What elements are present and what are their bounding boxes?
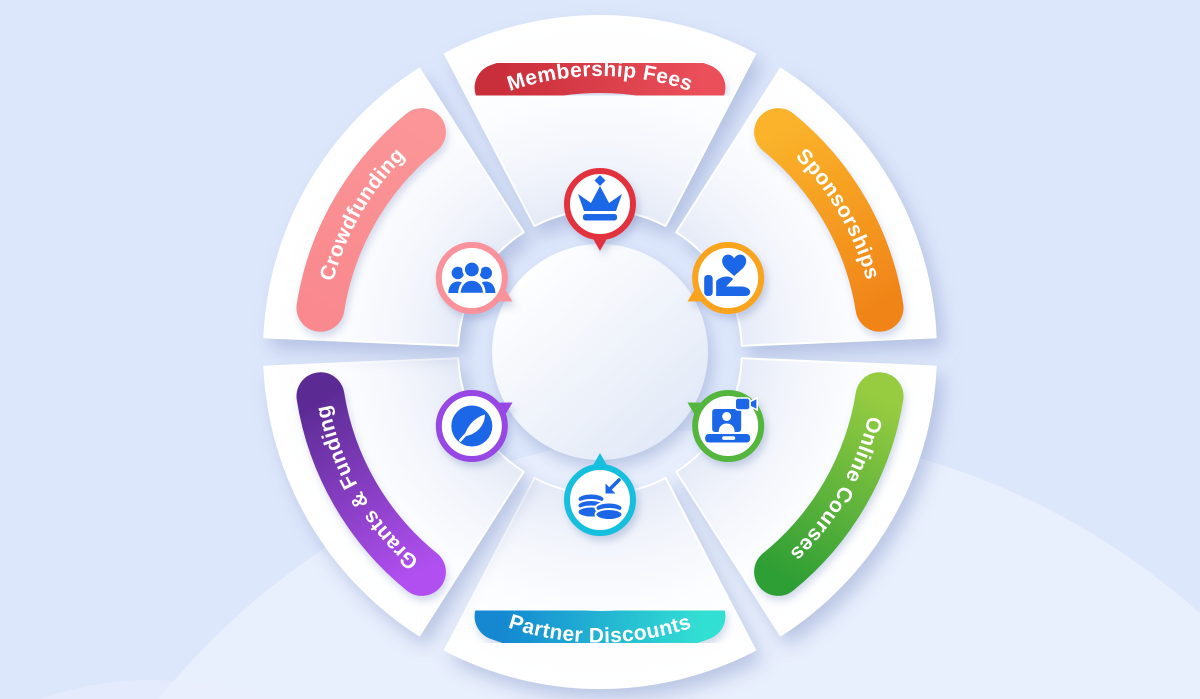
segment-badge-membership-fees bbox=[564, 168, 636, 251]
segment-badge-online-courses bbox=[687, 390, 765, 462]
people-icon bbox=[448, 259, 496, 296]
segment-badge-crowdfunding bbox=[435, 242, 513, 314]
background-decor-circle-small bbox=[39, 680, 261, 699]
segment-pill-grants-funding bbox=[296, 372, 446, 596]
segment-badge-sponsorships bbox=[687, 242, 765, 314]
laptop-video-icon bbox=[705, 396, 758, 443]
segment-pill-crowdfunding bbox=[296, 108, 446, 332]
segment-pill-sponsorships bbox=[754, 108, 904, 332]
hand-heart-icon bbox=[704, 254, 751, 296]
segment-pill-online-courses bbox=[754, 372, 904, 596]
segment-badge-partner-discounts bbox=[564, 453, 636, 536]
crown-icon bbox=[578, 175, 622, 221]
coins-icon bbox=[576, 478, 624, 521]
segment-badge-grants-funding bbox=[435, 390, 513, 462]
segment-pill-partner-discounts bbox=[474, 592, 726, 659]
center-circle bbox=[492, 244, 708, 460]
feather-icon bbox=[451, 405, 493, 447]
segment-pill-membership-fees bbox=[474, 45, 726, 112]
